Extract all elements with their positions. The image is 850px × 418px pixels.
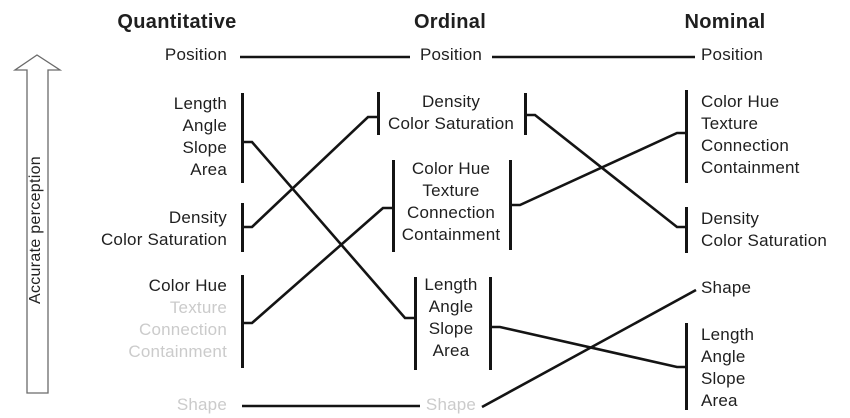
encoding-label: Color Hue bbox=[411, 159, 491, 178]
encoding-label: Length bbox=[424, 275, 478, 294]
nominal-position-group: Position bbox=[701, 44, 850, 66]
encoding-label: Position bbox=[701, 45, 764, 64]
quant-shape-group: Shape bbox=[0, 394, 227, 416]
ordinal-density-group: Density Color Saturation bbox=[341, 91, 561, 135]
quant-length-group: Length Angle Slope Area bbox=[0, 93, 227, 181]
encoding-label: Slope bbox=[428, 319, 474, 338]
column-title-ordinal: Ordinal bbox=[413, 11, 487, 33]
encoding-label: Color Hue bbox=[148, 276, 227, 295]
encoding-label: Length bbox=[701, 325, 755, 344]
nominal-colorhue-group: Color Hue Texture Connection Containment bbox=[701, 91, 850, 179]
nominal-shape-group: Shape bbox=[701, 277, 850, 299]
ordinal-length-group: Length Angle Slope Area bbox=[341, 274, 561, 362]
encoding-label: Area bbox=[432, 341, 470, 360]
encoding-label: Containment bbox=[401, 225, 501, 244]
encoding-label-muted: Texture bbox=[169, 298, 227, 317]
encoding-label: Connection bbox=[701, 136, 790, 155]
encoding-label: Containment bbox=[701, 158, 800, 177]
encoding-label-muted: Containment bbox=[128, 342, 227, 361]
encoding-label-muted: Shape bbox=[425, 395, 477, 414]
link-density-quant-ordinal bbox=[242, 115, 378, 229]
encoding-label: Length bbox=[173, 94, 227, 113]
encoding-label: Area bbox=[701, 391, 738, 410]
link-shape-ordinal-nominal bbox=[481, 288, 697, 409]
ordinal-colorhue-group: Color Hue Texture Connection Containment bbox=[341, 158, 561, 246]
encoding-label: Density bbox=[701, 209, 760, 228]
encoding-label: Color Saturation bbox=[387, 114, 515, 133]
encoding-label: Connection bbox=[406, 203, 495, 222]
link-density-ordinal-nominal bbox=[525, 113, 686, 229]
encoding-label-muted: Connection bbox=[138, 320, 227, 339]
quant-position-group: Position bbox=[0, 44, 227, 66]
encoding-label: Density bbox=[168, 208, 227, 227]
encoding-label: Area bbox=[190, 160, 227, 179]
encoding-label: Angle bbox=[701, 347, 746, 366]
encoding-label: Slope bbox=[182, 138, 227, 157]
link-length-quant-ordinal bbox=[242, 140, 415, 320]
encoding-label: Color Saturation bbox=[701, 231, 828, 250]
encoding-label: Density bbox=[421, 92, 481, 111]
column-title-quantitative: Quantitative bbox=[117, 11, 237, 33]
quant-colorhue-group: Color Hue Texture Connection Containment bbox=[0, 275, 227, 363]
link-colorhue-ordinal-nominal bbox=[510, 131, 686, 207]
ordinal-shape-group: Shape bbox=[341, 394, 561, 416]
quant-density-group: Density Color Saturation bbox=[0, 207, 227, 251]
encoding-label: Slope bbox=[701, 369, 746, 388]
ordinal-position-group: Position bbox=[341, 44, 561, 66]
nominal-density-group: Density Color Saturation bbox=[701, 208, 850, 252]
up-arrow-shape bbox=[12, 54, 63, 394]
link-length-ordinal-nominal bbox=[490, 325, 686, 369]
column-title-nominal: Nominal bbox=[684, 11, 766, 33]
encoding-label: Position bbox=[164, 45, 227, 64]
encoding-label: Color Saturation bbox=[100, 230, 227, 249]
encoding-label: Angle bbox=[428, 297, 474, 316]
nominal-length-group: Length Angle Slope Area bbox=[701, 324, 850, 412]
encoding-label: Shape bbox=[701, 278, 752, 297]
link-colorhue-quant-ordinal bbox=[242, 206, 393, 325]
encoding-label: Texture bbox=[422, 181, 480, 200]
encoding-label-muted: Shape bbox=[176, 395, 227, 414]
encoding-label: Angle bbox=[182, 116, 227, 135]
encoding-label: Color Hue bbox=[701, 92, 780, 111]
encoding-label: Texture bbox=[701, 114, 759, 133]
encoding-label: Position bbox=[419, 45, 483, 64]
